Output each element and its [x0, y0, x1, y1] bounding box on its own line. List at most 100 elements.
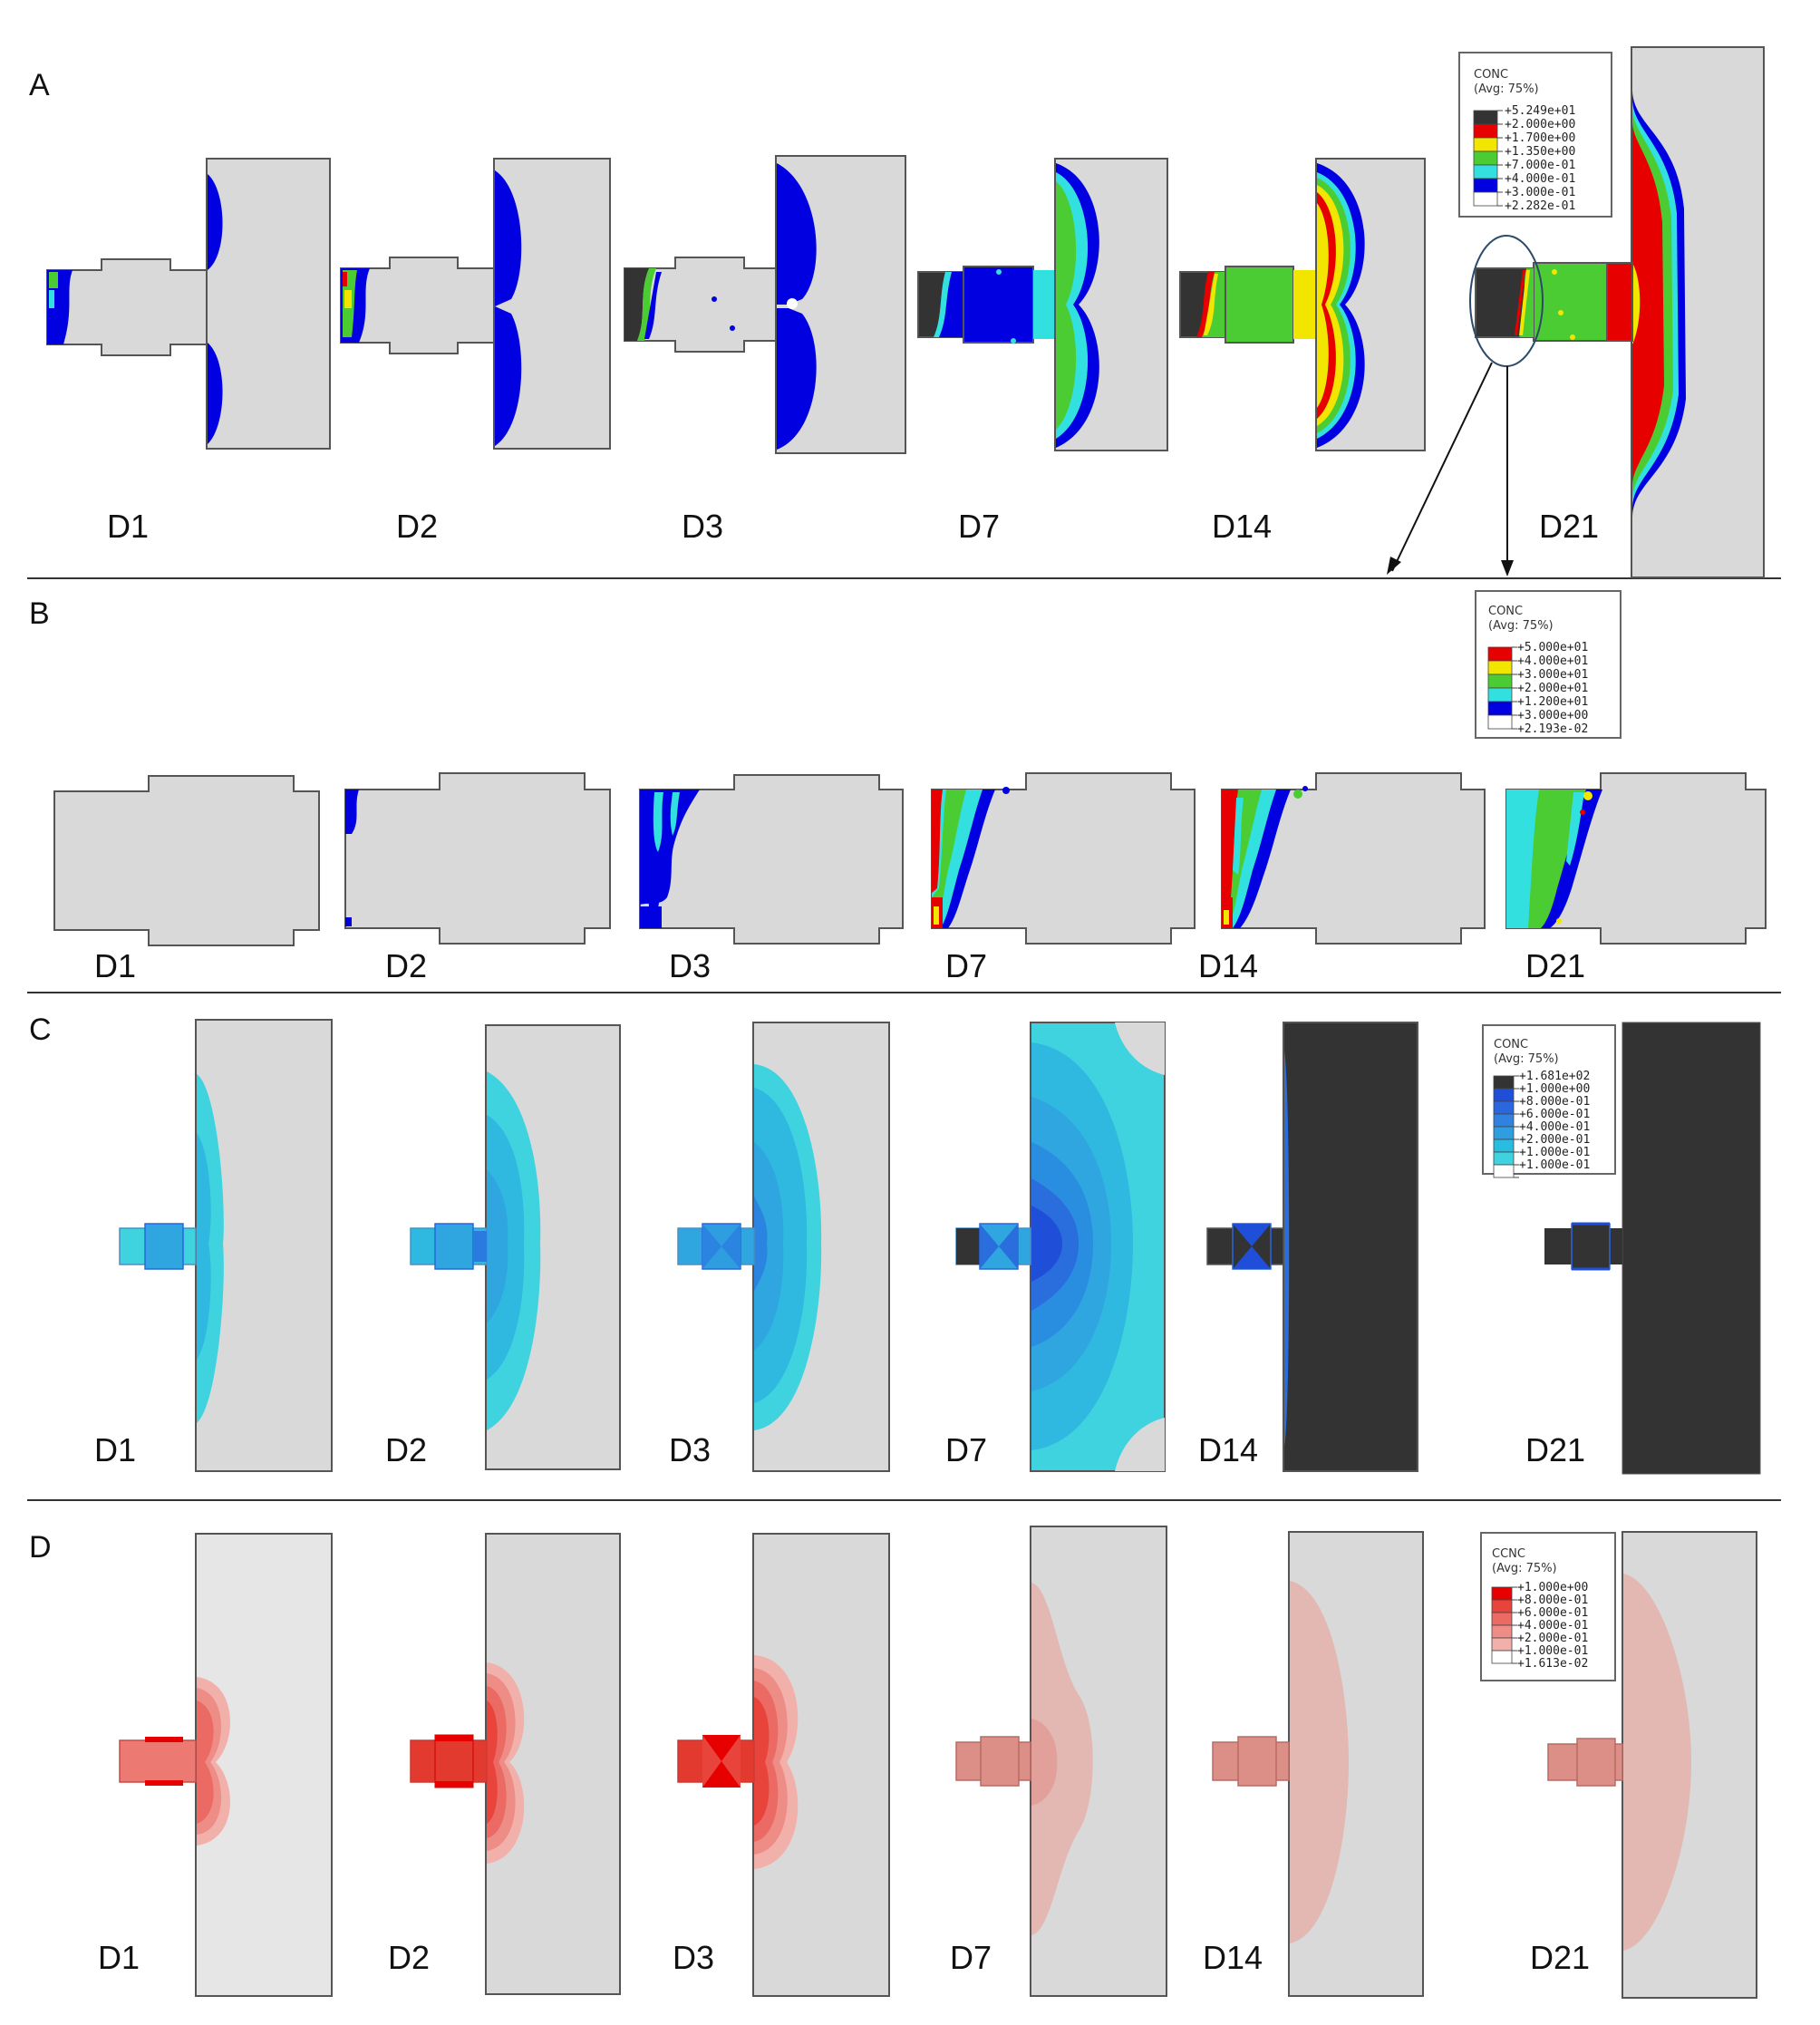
legend-value: +1.000e-01	[1519, 1158, 1590, 1172]
legend-swatch	[1473, 137, 1498, 152]
legend-subtitle: (Avg: 75%)	[1492, 1562, 1557, 1575]
legend-value: +1.200e+01	[1517, 695, 1588, 709]
legend-value: +5.249e+01	[1505, 104, 1575, 118]
panel-c-d14-plot	[1206, 1022, 1418, 1472]
legend-value: +6.000e-01	[1517, 1606, 1588, 1620]
panel-a: A	[29, 46, 1765, 578]
panel-a-letter: A	[29, 68, 50, 102]
legend-values: +1.000e+00 +8.000e-01 +6.000e-01 +4.000e…	[1517, 1581, 1588, 1671]
legend-subtitle: (Avg: 75%)	[1474, 82, 1539, 96]
legend-value: +5.000e+01	[1517, 641, 1588, 654]
legend-swatch	[1493, 1138, 1515, 1153]
legend-swatch	[1473, 178, 1498, 193]
legend-swatches	[1491, 1586, 1517, 1664]
day-label: D21	[1525, 1431, 1585, 1468]
day-label: D1	[94, 947, 136, 984]
day-label: D1	[107, 508, 149, 545]
legend-swatch	[1493, 1151, 1515, 1166]
day-label: D7	[950, 1939, 992, 1976]
panel-c-d3-plot	[677, 1022, 890, 1472]
legend-swatch	[1491, 1599, 1513, 1613]
panel-b: B	[29, 590, 1767, 984]
day-label: D14	[1212, 508, 1272, 545]
legend-swatches	[1473, 110, 1503, 207]
panel-d: D	[29, 1526, 1757, 1999]
panel-a-d14-plot	[1179, 158, 1426, 451]
legend-value: +2.000e+00	[1505, 118, 1575, 131]
panel-b-d2-plot	[344, 772, 611, 945]
day-label: D7	[958, 508, 1000, 545]
panel-b-d7-plot	[931, 772, 1196, 945]
legend-value: +3.000e+01	[1517, 668, 1588, 682]
legend-value: +8.000e-01	[1517, 1594, 1588, 1607]
legend-value: +8.000e-01	[1519, 1095, 1590, 1109]
legend-swatch	[1493, 1113, 1515, 1128]
legend-value: +2.000e+01	[1517, 682, 1588, 695]
legend-swatches	[1487, 646, 1517, 730]
legend-value: +1.000e-01	[1519, 1146, 1590, 1159]
legend-swatch	[1491, 1637, 1513, 1652]
day-label: D14	[1203, 1939, 1263, 1976]
panel-d-d21-plot	[1547, 1531, 1757, 1999]
panel-a-d7-plot	[917, 158, 1168, 451]
legend-value: +4.000e-01	[1505, 172, 1575, 186]
legend-subtitle: (Avg: 75%)	[1488, 619, 1554, 633]
legend-swatch	[1491, 1586, 1513, 1601]
legend-swatch	[1491, 1650, 1513, 1664]
legend-swatch	[1473, 110, 1498, 125]
day-label: D3	[669, 1431, 711, 1468]
legend-values: +5.000e+01 +4.000e+01 +3.000e+01 +2.000e…	[1517, 641, 1588, 736]
legend-value: +2.000e-01	[1517, 1632, 1588, 1645]
day-label: D7	[945, 1431, 987, 1468]
legend-title: CONC	[1474, 68, 1508, 82]
legend-swatch	[1487, 646, 1513, 662]
panel-c-legend: CONC (Avg: 75%) +1.681e+02 +1.000e+00 +8…	[1482, 1024, 1616, 1178]
legend-title: CONC	[1488, 605, 1523, 618]
legend-swatch	[1487, 673, 1513, 689]
panel-d-letter: D	[29, 1530, 52, 1565]
legend-swatch	[1491, 1612, 1513, 1626]
legend-swatches	[1493, 1075, 1519, 1178]
day-label: D21	[1530, 1939, 1590, 1976]
panel-c-d21-plot	[1544, 1022, 1761, 1475]
day-label: D3	[673, 1939, 714, 1976]
panel-c: C	[29, 1012, 1761, 1475]
day-label: D2	[388, 1939, 430, 1976]
panel-b-legend: CONC (Avg: 75%) +5.000e+01 +4.000e+01 +3…	[1475, 590, 1622, 739]
panel-b-letter: B	[29, 596, 50, 631]
day-label: D14	[1198, 1431, 1258, 1468]
legend-value: +3.000e+00	[1517, 709, 1588, 722]
panel-d-d3-plot	[677, 1533, 890, 1997]
day-label: D14	[1198, 947, 1258, 984]
panel-d-day-labels: D1 D2 D3 D7 D14 D21	[98, 1939, 1590, 1976]
day-label: D21	[1539, 508, 1599, 545]
legend-swatch	[1473, 123, 1498, 139]
legend-value: +4.000e-01	[1517, 1619, 1588, 1633]
panel-b-d1-plot	[53, 775, 320, 946]
legend-value: +1.613e-02	[1517, 1657, 1588, 1671]
legend-value: +1.000e+00	[1517, 1581, 1588, 1594]
panel-d-d14-plot	[1212, 1531, 1424, 1997]
legend-value: +3.000e-01	[1505, 186, 1575, 199]
legend-swatch	[1493, 1164, 1515, 1178]
zoom-arrow-left	[1391, 362, 1493, 572]
legend-value: +1.000e-01	[1517, 1644, 1588, 1658]
day-label: D1	[98, 1939, 140, 1976]
legend-swatch	[1473, 191, 1498, 207]
panel-b-d3-plot	[639, 774, 904, 945]
legend-swatch	[1491, 1624, 1513, 1639]
panel-a-d2-plot	[340, 158, 611, 450]
legend-value: +2.000e-01	[1519, 1133, 1590, 1147]
legend-swatch	[1493, 1100, 1515, 1115]
legend-swatch	[1487, 687, 1513, 702]
legend-swatch	[1473, 150, 1498, 166]
panel-b-d14-plot	[1221, 772, 1486, 945]
panel-c-d1-plot	[119, 1019, 333, 1472]
legend-subtitle: (Avg: 75%)	[1494, 1052, 1559, 1066]
legend-value: +1.000e+00	[1519, 1082, 1590, 1096]
legend-value: +1.681e+02	[1519, 1070, 1590, 1083]
legend-swatch	[1493, 1075, 1515, 1090]
legend-value: +2.193e-02	[1517, 722, 1588, 736]
day-label: D3	[669, 947, 711, 984]
